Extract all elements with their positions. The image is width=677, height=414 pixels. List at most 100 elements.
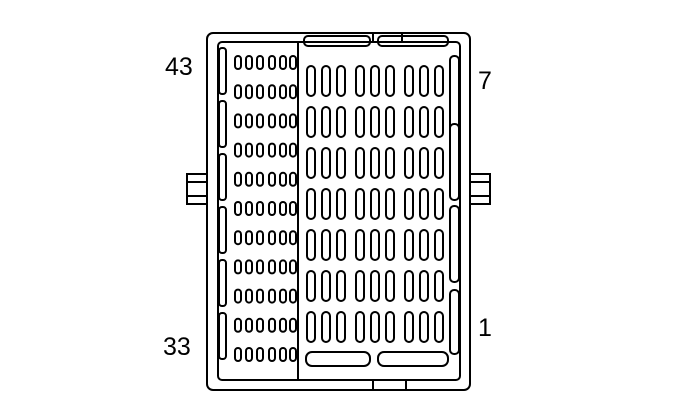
small-pin-cavity	[279, 347, 287, 362]
small-pin-cavity	[268, 84, 276, 100]
small-pin-cavity	[268, 113, 276, 129]
large-pin-cavity	[434, 311, 444, 343]
large-pin-cavity	[336, 188, 346, 220]
small-pin-cavity	[234, 84, 242, 100]
small-pin-cavity	[256, 317, 264, 333]
large-pin-cavity	[434, 188, 444, 220]
large-pin-cavity	[419, 311, 429, 343]
left-rail-segment	[218, 312, 227, 360]
small-pin-cavity	[289, 317, 297, 333]
small-pin-cavity	[268, 259, 276, 275]
large-pin-cavity	[355, 188, 365, 220]
large-pin-cavity	[434, 106, 444, 138]
small-pin-cavity	[268, 347, 276, 362]
large-pin-cavity	[385, 311, 395, 343]
small-pin-cavity	[256, 113, 264, 129]
small-pin-cavity	[289, 230, 297, 246]
small-pin-cavity	[256, 347, 264, 362]
large-pin-cavity	[434, 229, 444, 261]
large-pin-cavity	[404, 147, 414, 179]
large-pin-cavity	[355, 229, 365, 261]
large-pin-cavity	[434, 270, 444, 302]
large-pin-cavity	[370, 188, 380, 220]
large-pin-cavity	[306, 270, 316, 302]
small-pin-cavity	[256, 259, 264, 275]
large-pin-cavity	[370, 270, 380, 302]
small-pin-cavity	[234, 201, 242, 216]
large-pin-cavity	[306, 147, 316, 179]
large-pin-cavity	[355, 147, 365, 179]
large-pin-cavity	[321, 188, 331, 220]
large-pin-cavity	[370, 147, 380, 179]
small-pin-cavity	[279, 288, 287, 304]
small-pin-cavity	[268, 171, 276, 187]
small-pin-cavity	[289, 55, 297, 70]
small-pin-cavity	[279, 84, 287, 100]
small-pin-cavity	[245, 230, 253, 246]
small-pin-cavity	[245, 347, 253, 362]
small-pin-cavity	[256, 288, 264, 304]
small-pin-cavity	[234, 230, 242, 246]
large-pin-cavity	[321, 311, 331, 343]
small-pin-cavity	[245, 142, 253, 158]
left-rail-segment	[218, 100, 227, 148]
small-pin-cavity	[245, 317, 253, 333]
large-pin-cavity	[355, 106, 365, 138]
large-pin-cavity	[336, 270, 346, 302]
small-pin-cavity	[245, 55, 253, 70]
small-pin-cavity	[279, 317, 287, 333]
pin-label-7: 7	[478, 67, 492, 95]
large-pin-cavity	[336, 65, 346, 97]
small-pin-cavity	[256, 230, 264, 246]
small-pin-cavity	[289, 259, 297, 275]
pin-label-43: 43	[165, 53, 193, 81]
right-rail-segment	[449, 123, 460, 201]
large-pin-cavity	[370, 65, 380, 97]
left-rail-segment	[218, 47, 227, 95]
large-pin-cavity	[419, 147, 429, 179]
large-pin-cavity	[321, 106, 331, 138]
large-pin-cavity	[321, 270, 331, 302]
large-pin-cavity	[306, 229, 316, 261]
left-rail-segment	[218, 153, 227, 201]
right-rail-segment	[449, 205, 460, 283]
large-pin-cavity	[385, 147, 395, 179]
small-pin-cavity	[256, 171, 264, 187]
large-pin-cavity	[306, 106, 316, 138]
large-pin-cavity	[336, 106, 346, 138]
large-pin-cavity	[355, 311, 365, 343]
small-pin-cavity	[256, 142, 264, 158]
connector-housing	[186, 32, 491, 391]
large-pin-cavity	[434, 65, 444, 97]
large-pin-cavity	[355, 65, 365, 97]
right-guide-rails	[449, 55, 460, 355]
small-pin-cavity	[245, 84, 253, 100]
large-pin-cavity	[321, 65, 331, 97]
left-rail-segment	[218, 259, 227, 307]
large-pin-cavity	[419, 229, 429, 261]
large-pin-cavity	[370, 229, 380, 261]
large-pin-cavity	[434, 147, 444, 179]
small-pin-cavity	[234, 259, 242, 275]
small-pin-cavity	[256, 84, 264, 100]
small-pin-cavity	[268, 288, 276, 304]
large-pin-cavity	[321, 229, 331, 261]
right-rail-segment	[449, 289, 460, 355]
small-pin-cavity	[234, 171, 242, 187]
small-pin-cavity	[289, 113, 297, 129]
large-pin-cavity	[404, 188, 414, 220]
pin-label-33: 33	[163, 333, 191, 361]
small-pin-cavity	[289, 171, 297, 187]
small-pin-cavity	[234, 288, 242, 304]
small-pin-cavity	[289, 288, 297, 304]
large-pin-cavity	[404, 106, 414, 138]
large-pin-cavity	[336, 147, 346, 179]
large-pin-cavity	[385, 229, 395, 261]
small-pin-cavity	[289, 142, 297, 158]
small-pin-cavity	[268, 230, 276, 246]
small-pin-cavity	[245, 288, 253, 304]
small-pin-cavity	[234, 317, 242, 333]
small-pin-cavity	[234, 113, 242, 129]
small-pin-cavities	[234, 55, 297, 362]
